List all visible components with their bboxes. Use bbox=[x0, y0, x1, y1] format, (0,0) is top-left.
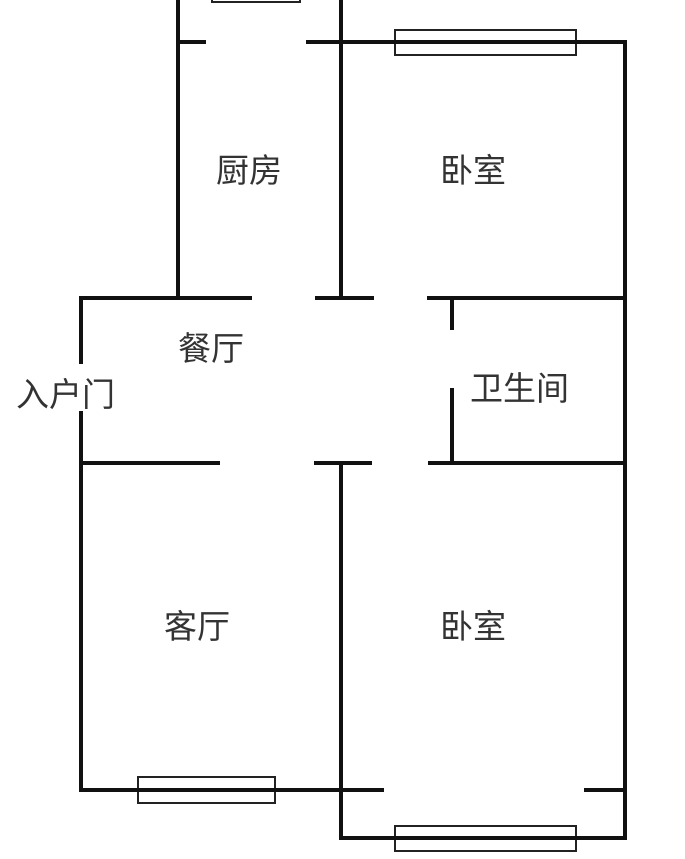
room-label-bedroom-north: 卧室 bbox=[440, 151, 506, 190]
room-label-bedroom-south: 卧室 bbox=[440, 607, 506, 646]
room-label-living-room: 客厅 bbox=[164, 607, 230, 646]
room-label-bathroom: 卫生间 bbox=[470, 369, 569, 408]
room-label-dining: 餐厅 bbox=[178, 329, 244, 368]
room-label-kitchen: 厨房 bbox=[216, 151, 282, 190]
kitchen-window bbox=[211, 0, 301, 3]
entrance-door-label: 入户门 bbox=[16, 375, 115, 414]
